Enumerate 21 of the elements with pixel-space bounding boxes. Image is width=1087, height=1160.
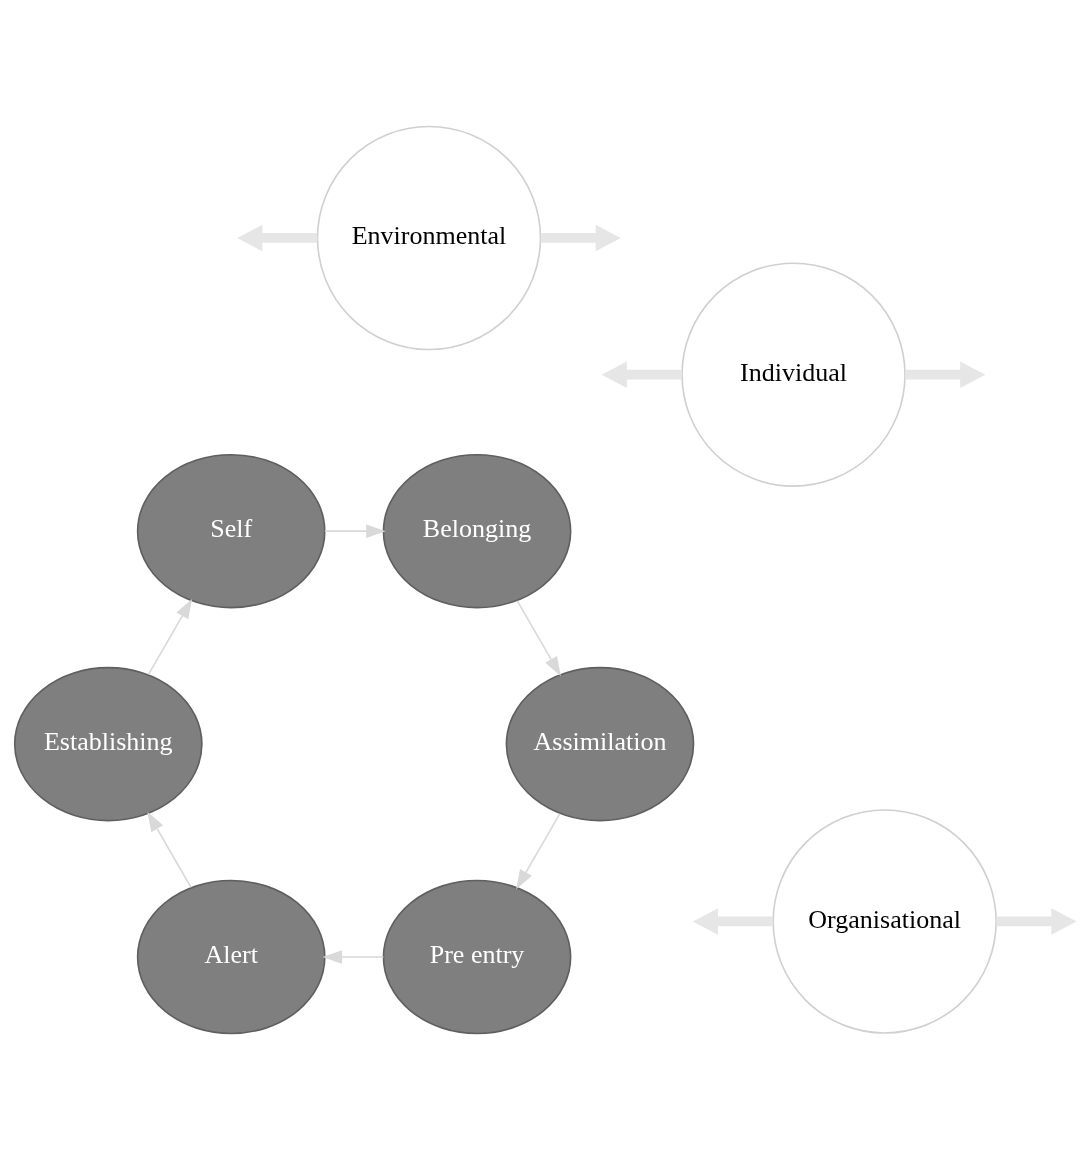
arrow xyxy=(516,600,561,677)
arrow xyxy=(147,598,193,676)
arrow xyxy=(540,224,621,252)
arrow xyxy=(324,524,386,539)
node-circle: Individual xyxy=(681,262,906,487)
node-ellipse: Pre entry xyxy=(382,879,572,1035)
node-circle: Environmental xyxy=(316,125,542,351)
arrow xyxy=(692,908,773,935)
node-ellipse: Establishing xyxy=(13,666,203,822)
arrow xyxy=(147,811,192,889)
node-ellipse: Assimilation xyxy=(505,666,695,822)
arrow xyxy=(905,361,986,388)
node-ellipse: Alert xyxy=(136,879,326,1035)
arrow xyxy=(601,361,682,388)
node-circle: Organisational xyxy=(772,809,997,1034)
arrow xyxy=(996,908,1077,935)
node-ellipse: Self xyxy=(136,453,326,609)
arrow xyxy=(516,813,561,890)
arrow xyxy=(237,224,318,252)
node-ellipse: Belonging xyxy=(382,453,572,609)
arrow xyxy=(322,950,385,964)
